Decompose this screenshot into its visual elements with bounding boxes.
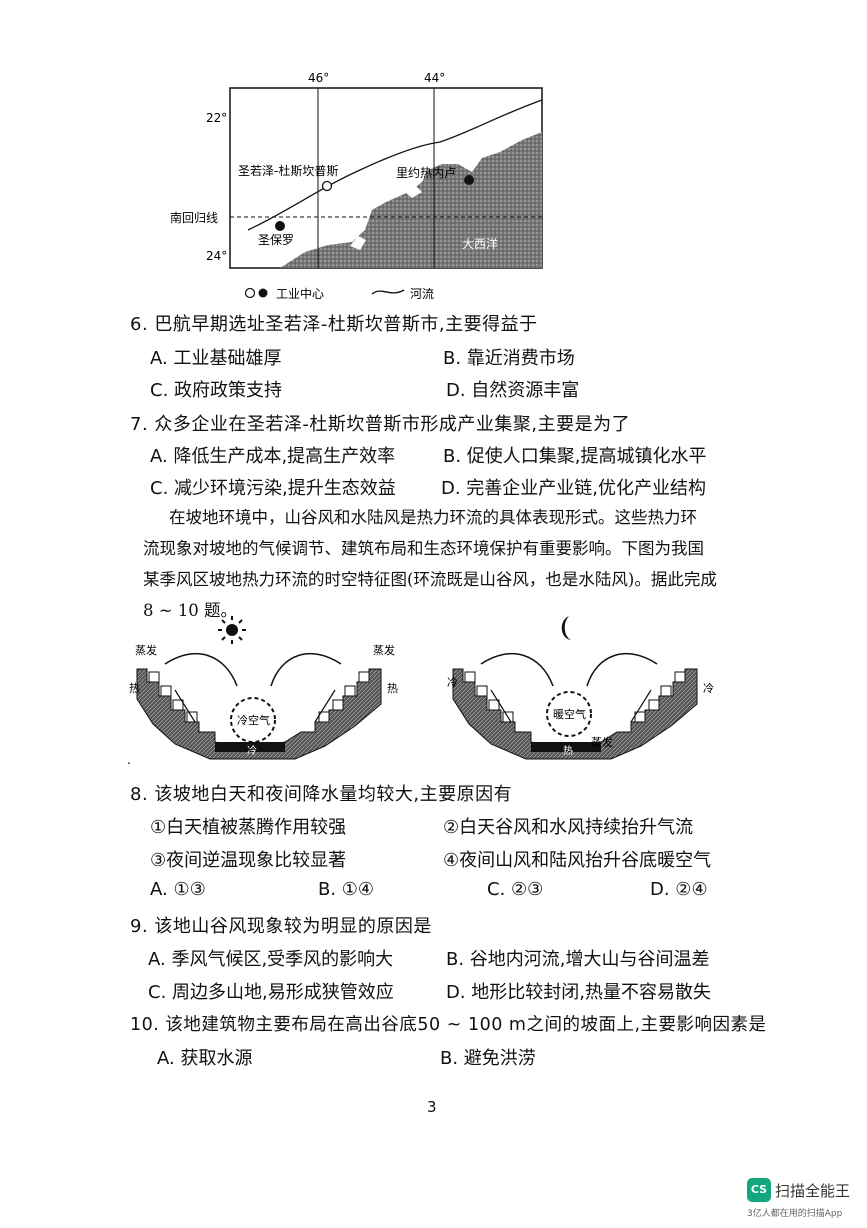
lon-46-label: 46° — [308, 71, 329, 85]
tropic-label: 南回归线 — [170, 210, 218, 225]
map-figure: 46° 44° 22° 24° 南回归线 圣若泽-杜斯坎普斯 里约热内卢 圣保罗… — [170, 71, 543, 301]
q8-stem: 8. 该坡地白天和夜间降水量均较大,主要原因有 — [130, 784, 513, 805]
city-sp-label: 圣保罗 — [258, 233, 294, 247]
passage-line-2: 流现象对坡地的气候调节、建筑布局和生态环境保护有重要影响。下图为我国 — [143, 539, 704, 558]
night-panel: 暖空气 蒸发 热 冷 冷 — [447, 616, 714, 760]
q7-option-c: C. 减少环境污染,提升生态效益 — [150, 478, 396, 499]
q6-option-a: A. 工业基础雄厚 — [150, 348, 282, 369]
q7-option-b: B. 促使人口集聚,提高城镇化水平 — [443, 446, 707, 467]
lat-22-label: 22° — [206, 111, 227, 125]
q8-option-d: D. ②④ — [650, 879, 708, 900]
city-sjc-marker — [321, 180, 333, 192]
q9-option-d: D. 地形比较封闭,热量不容易散失 — [446, 982, 712, 1003]
q10-stem: 10. 该地建筑物主要布局在高出谷底50 ~ 100 m之间的坡面上,主要影响因… — [130, 1015, 767, 1035]
night-center-label: 暖空气 — [553, 707, 586, 721]
watermark-sub: 3亿人都在用的扫描App — [747, 1209, 843, 1219]
passage-line-4: 8 ~ 10 题。 — [143, 601, 238, 620]
night-evap-label: 蒸发 — [591, 735, 613, 749]
q8-option-b: B. ①④ — [318, 879, 375, 900]
q8-option-c: C. ②③ — [487, 879, 544, 900]
lat-24-label: 24° — [206, 249, 227, 263]
river-line — [247, 99, 543, 231]
night-cold-right: 冷 — [703, 682, 714, 695]
city-sjc-label: 圣若泽-杜斯坎普斯 — [238, 163, 338, 178]
ocean-area — [280, 132, 542, 268]
q10-option-a: A. 获取水源 — [157, 1048, 253, 1069]
q7-option-d: D. 完善企业产业链,优化产业结构 — [441, 478, 707, 499]
day-center-label: 冷空气 — [237, 713, 270, 727]
day-evap-right: 蒸发 — [373, 643, 395, 657]
q6-stem: 6. 巴航早期选址圣若泽-杜斯坎普斯市,主要得益于 — [130, 314, 538, 335]
q9-stem: 9. 该地山谷风现象较为明显的原因是 — [130, 916, 432, 937]
passage-line-1: 在坡地环境中，山谷风和水陆风是热力环流的具体表现形式。这些热力环 — [169, 508, 697, 527]
circulation-figure: 冷空气 冷 蒸发 蒸发 热 热 . 暖空气 蒸发 热 冷 冷 — [127, 616, 714, 767]
day-heat-left: 热 — [129, 682, 140, 695]
legend-river: 河流 — [410, 287, 434, 301]
city-rio-label: 里约热内卢 — [396, 165, 456, 180]
q8-statement-4: ④夜间山风和陆风抬升谷底暖空气 — [443, 850, 712, 871]
watermark-brand: 扫描全能王 — [775, 1182, 851, 1200]
page-number: 3 — [427, 1098, 437, 1116]
day-evap-left: 蒸发 — [135, 643, 157, 657]
ocean-label: 大西洋 — [462, 236, 498, 251]
q9-option-a: A. 季风气候区,受季风的影响大 — [148, 949, 394, 970]
q10-option-b: B. 避免洪涝 — [440, 1048, 536, 1069]
q8-option-a: A. ①③ — [150, 879, 206, 900]
day-bottom-label: 冷 — [247, 744, 257, 757]
city-sp-marker — [275, 221, 285, 231]
legend-river-line — [371, 289, 405, 295]
q8-statement-3: ③夜间逆温现象比较显著 — [150, 850, 347, 871]
passage-line-3: 某季风区坡地热力环流的时空特征图(环流既是山谷风，也是水陆风)。据此完成 — [143, 570, 717, 589]
q7-stem: 7. 众多企业在圣若泽-杜斯坎普斯市形成产业集聚,主要是为了 — [130, 414, 631, 435]
day-heat-right: 热 — [387, 682, 398, 695]
q9-option-c: C. 周边多山地,易形成狭管效应 — [148, 982, 394, 1003]
q6-option-c: C. 政府政策支持 — [150, 380, 283, 401]
q8-statement-2: ②白天谷风和水风持续抬升气流 — [443, 817, 694, 838]
scanner-watermark: CS 扫描全能王 3亿人都在用的扫描App — [747, 1178, 859, 1224]
night-bottom-label: 热 — [563, 744, 573, 757]
city-rio-marker — [464, 175, 474, 185]
night-cold-left: 冷 — [447, 676, 458, 689]
legend-industry: 工业中心 — [276, 286, 324, 301]
q9-option-b: B. 谷地内河流,增大山与谷间温差 — [446, 949, 710, 970]
moon-icon — [561, 616, 571, 640]
sun-icon — [218, 616, 246, 644]
q6-option-b: B. 靠近消费市场 — [443, 348, 575, 369]
passage: 在坡地环境中，山谷风和水陆风是热力环流的具体表现形式。这些热力环 流现象对坡地的… — [143, 502, 793, 626]
lon-44-label: 44° — [424, 71, 445, 85]
figure-dot: . — [127, 753, 131, 767]
q7-option-a: A. 降低生产成本,提高生产效率 — [150, 446, 396, 467]
q8-statement-1: ①白天植被蒸腾作用较强 — [150, 817, 347, 838]
cs-logo-icon: CS — [747, 1178, 771, 1202]
q6-option-d: D. 自然资源丰富 — [446, 380, 580, 401]
day-panel: 冷空气 冷 蒸发 蒸发 热 热 . — [127, 616, 398, 767]
